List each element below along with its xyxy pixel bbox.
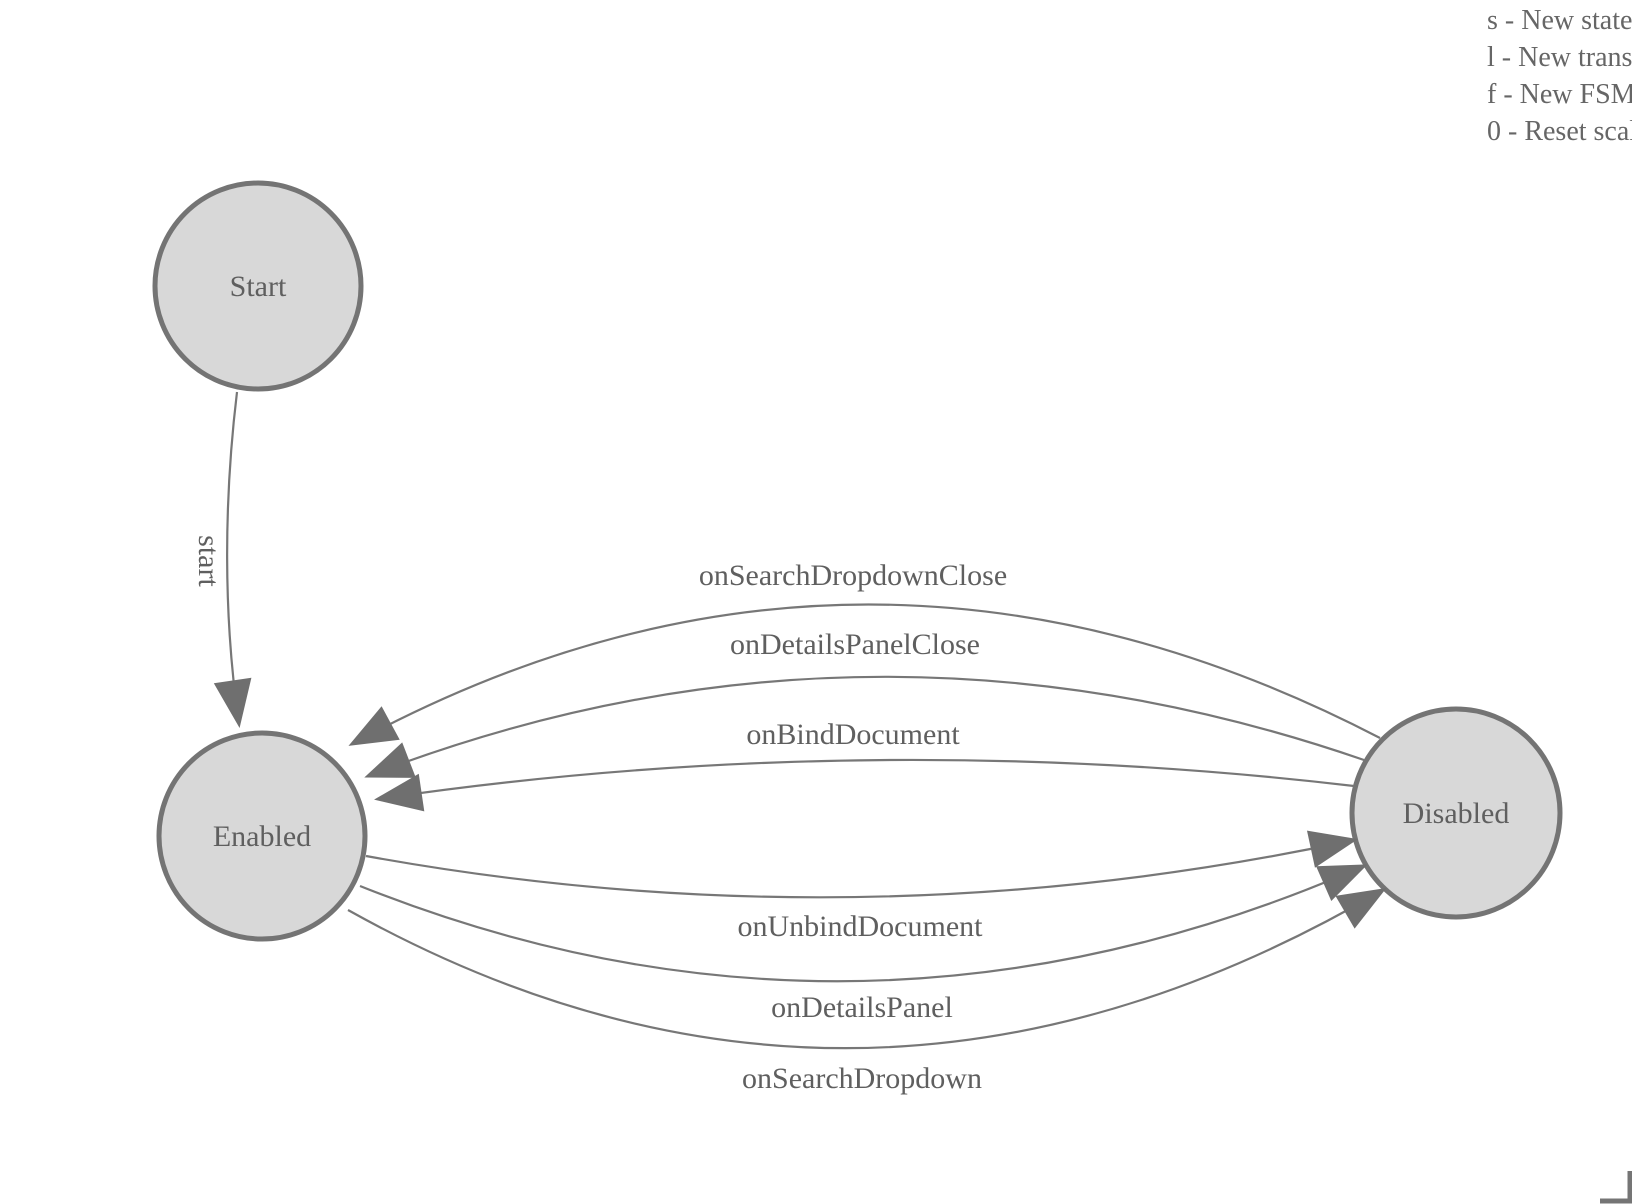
shortcut-legend-line: l - New transition <box>1487 42 1632 73</box>
state-node-start[interactable]: Start <box>152 180 364 392</box>
transition-edge-onDetailsPanel[interactable] <box>359 864 1368 983</box>
state-node-disabled[interactable]: Disabled <box>1349 706 1563 920</box>
shortcut-legend-line: 0 - Reset scale <box>1487 116 1632 147</box>
transition-label-onDetailsPanel[interactable]: onDetailsPanel <box>771 991 953 1024</box>
transition-edge-onBindDocument[interactable] <box>374 758 1355 812</box>
shortcut-legend-line: s - New state <box>1487 5 1632 36</box>
transition-edge-onSearchDropdownClose[interactable] <box>348 603 1381 746</box>
transition-label-onSearchDropdownClose[interactable]: onSearchDropdownClose <box>699 559 1007 592</box>
transition-label-onBindDocument[interactable]: onBindDocument <box>746 718 960 751</box>
transition-label-onSearchDropdown[interactable]: onSearchDropdown <box>742 1062 982 1095</box>
shortcut-legend-line: f - New FSM <box>1487 79 1632 110</box>
transition-label-start[interactable]: start <box>192 535 225 587</box>
transition-edge-onDetailsPanelClose[interactable] <box>364 675 1365 778</box>
canvas-border-corner <box>1600 1171 1632 1204</box>
state-circle <box>156 730 368 942</box>
shortcut-legend: s - New state l - New transition f - New… <box>1487 2 1632 150</box>
transition-label-onUnbindDocument[interactable]: onUnbindDocument <box>738 910 984 943</box>
state-circle <box>152 180 364 392</box>
transition-label-onDetailsPanelClose[interactable]: onDetailsPanelClose <box>730 628 980 661</box>
state-label: Start <box>230 270 287 303</box>
transition-edge-onUnbindDocument[interactable] <box>365 830 1358 899</box>
state-label: Disabled <box>1403 797 1510 830</box>
state-node-enabled[interactable]: Enabled <box>156 730 368 942</box>
transition-edge-onSearchDropdown[interactable] <box>347 887 1387 1050</box>
state-circle <box>1349 706 1563 920</box>
transition-edge-start[interactable] <box>213 391 252 728</box>
state-label: Enabled <box>213 820 311 853</box>
